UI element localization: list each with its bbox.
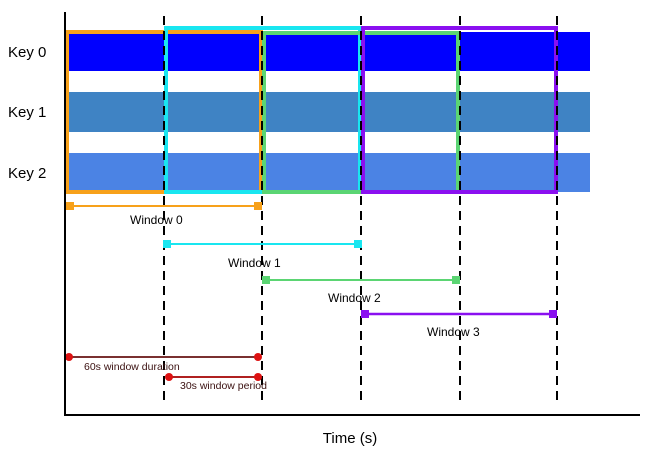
window-0-label: Window 0: [130, 213, 183, 227]
key-1-label: Key 1: [8, 104, 46, 121]
duration-indicator: [65, 353, 262, 381]
window-3-label: Window 3: [427, 325, 480, 339]
window-2-span: [262, 276, 460, 284]
key-1-bar: [66, 92, 590, 132]
window-3-span: [361, 310, 557, 318]
period-label: 30s window period: [180, 380, 267, 392]
window-1-label: Window 1: [228, 256, 281, 270]
window-2-label: Window 2: [328, 291, 381, 305]
key-2-label: Key 2: [8, 165, 46, 182]
duration-label: 60s window duration: [84, 361, 180, 373]
key-0-label: Key 0: [8, 44, 46, 61]
key-2-bar: [66, 153, 590, 192]
window-1-span: [163, 240, 362, 248]
key-0-bar: [66, 32, 590, 71]
x-axis-label: Time (s): [323, 430, 377, 447]
window-boundaries: [163, 16, 558, 405]
window-0-span: [66, 202, 262, 210]
